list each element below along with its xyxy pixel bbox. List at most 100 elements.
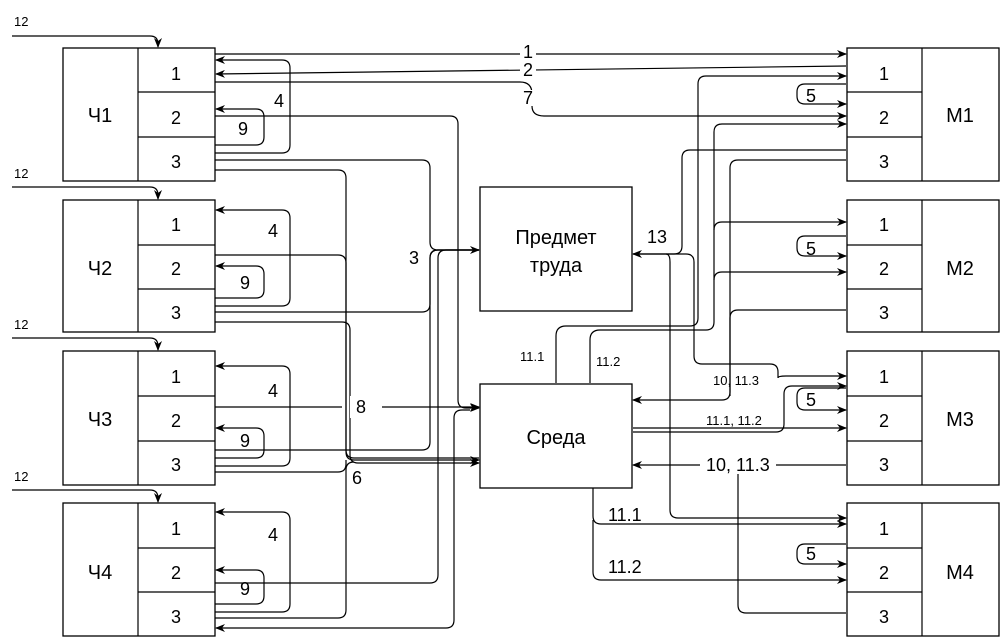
human-row-1: 1 <box>171 64 181 84</box>
machine-block-2: М2 1 2 3 <box>846 199 1000 333</box>
loop-4 <box>215 56 291 154</box>
link-11-2 <box>589 120 847 383</box>
machine-block-frame <box>846 350 1000 486</box>
human-block-frame <box>62 47 216 182</box>
loop-9 <box>215 424 265 459</box>
link-10-11-3 <box>737 465 846 614</box>
machine-block-3: М3 1 2 3 <box>846 350 1000 486</box>
link-10-11-3 <box>729 159 846 396</box>
human-machine-links: 1 2 7 <box>215 42 847 120</box>
link-11-1-11-2-label: 11.1, 11.2 <box>706 413 762 428</box>
human-to-center-links: 3 8 6 <box>215 115 480 632</box>
human-row-2: 2 <box>171 563 181 583</box>
machine-row-1: 1 <box>879 215 889 235</box>
loop-4-label: 4 <box>268 221 278 241</box>
link-6 <box>215 321 480 467</box>
loop-5-label: 5 <box>806 544 816 564</box>
machine-row-3: 3 <box>879 455 889 475</box>
subject-of-labor-block: Предмет труда <box>479 186 633 312</box>
link-7-label: 7 <box>523 88 533 108</box>
machine-name: М2 <box>946 258 974 280</box>
loop-4 <box>215 206 291 307</box>
machine-to-center-links: 13 11.1 11.2 10, 11.3 11.1, 11.2 10, 11.… <box>520 72 847 614</box>
human-block-frame <box>62 199 216 333</box>
human-row-2: 2 <box>171 259 181 279</box>
machine-row-2: 2 <box>879 259 889 279</box>
input-label: 12 <box>14 14 28 29</box>
machine-row-1: 1 <box>879 64 889 84</box>
loop-4-label: 4 <box>268 525 278 545</box>
machine-block-frame <box>846 47 1000 182</box>
machine-row-3: 3 <box>879 607 889 627</box>
link-1-label: 1 <box>523 42 533 62</box>
machine-feedback-loops: 5 5 5 5 <box>796 83 847 568</box>
link-11-1 <box>592 488 847 528</box>
loop-5-label: 5 <box>806 86 816 106</box>
link-10-11-3-label: 10, 11.3 <box>713 373 759 388</box>
link-to-environment <box>215 460 347 473</box>
loop-9 <box>215 566 265 605</box>
human-block-frame <box>62 350 216 486</box>
machine-row-2: 2 <box>879 563 889 583</box>
human-block-2: Ч2 1 2 3 <box>62 199 216 333</box>
machine-row-1: 1 <box>879 519 889 539</box>
link-to-subject <box>215 249 479 584</box>
loop-4 <box>215 362 291 467</box>
human-name: Ч3 <box>88 409 112 431</box>
input-label: 12 <box>14 317 28 332</box>
machine-block-frame <box>846 199 1000 333</box>
link-11-1-label: 11.1 <box>520 349 544 364</box>
link-11-1 <box>713 218 847 231</box>
loop-9 <box>215 105 265 146</box>
loop-4-label: 4 <box>274 91 284 111</box>
machine-row-1: 1 <box>879 367 889 387</box>
human-row-1: 1 <box>171 367 181 387</box>
link-11-1 <box>555 72 847 383</box>
human-name: Ч4 <box>88 562 112 584</box>
link-2-label: 2 <box>523 60 533 80</box>
loop-5 <box>796 235 847 260</box>
subject-of-labor-title-line1: Предмет <box>515 227 596 249</box>
machine-row-3: 3 <box>879 303 889 323</box>
human-row-2: 2 <box>171 108 181 128</box>
human-feedback-loops: 4 9 4 9 4 9 4 9 <box>215 56 291 613</box>
loop-9-label: 9 <box>240 579 250 599</box>
human-block-frame <box>62 502 216 637</box>
human-row-1: 1 <box>171 215 181 235</box>
link-6 <box>215 461 355 619</box>
human-row-2: 2 <box>171 411 181 431</box>
environment-title: Среда <box>526 427 586 449</box>
link-11-1-11-2 <box>633 382 847 433</box>
loop-4 <box>215 508 291 613</box>
environment-frame <box>479 383 633 489</box>
human-name: Ч2 <box>88 258 112 280</box>
loop-9-label: 9 <box>238 119 248 139</box>
machine-name: М1 <box>946 105 974 127</box>
link-6-label: 6 <box>352 468 362 488</box>
subject-of-labor-title-line2: труда <box>530 255 583 277</box>
machine-row-3: 3 <box>879 152 889 172</box>
input-arrow <box>12 35 162 48</box>
machine-name: М4 <box>946 562 974 584</box>
link-11-2 <box>713 268 847 281</box>
subject-of-labor-frame <box>479 186 633 312</box>
input-arrow <box>12 337 162 351</box>
loop-5 <box>796 543 847 568</box>
machine-row-2: 2 <box>879 411 889 431</box>
link-to-m3 <box>633 253 847 380</box>
link-11-1-label: 11.1 <box>608 505 642 525</box>
link-3 <box>215 159 480 254</box>
link-11-2-label: 11.2 <box>608 557 642 577</box>
loop-5 <box>796 83 847 108</box>
link-13-label: 13 <box>647 227 667 247</box>
human-row-1: 1 <box>171 519 181 539</box>
loop-4-label: 4 <box>268 381 278 401</box>
input-label: 12 <box>14 469 28 484</box>
link-8-label: 8 <box>356 397 366 417</box>
human-row-3: 3 <box>171 303 181 323</box>
loop-5-label: 5 <box>806 390 816 410</box>
link-to-m4 <box>665 253 847 522</box>
link-11-2 <box>592 520 847 584</box>
input-arrow <box>12 489 162 503</box>
